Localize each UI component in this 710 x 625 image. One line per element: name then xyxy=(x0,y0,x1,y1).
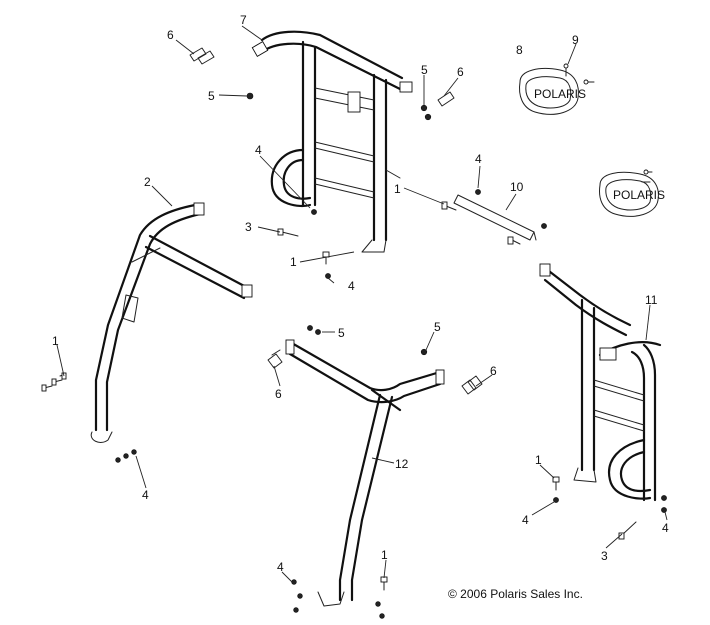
part-12-lower-center-frame xyxy=(285,339,445,607)
callout-1: 1 xyxy=(290,255,297,269)
callout-3: 3 xyxy=(245,220,252,234)
callout-6: 6 xyxy=(167,28,174,42)
callout-8: 8 xyxy=(516,43,523,57)
callout-6: 6 xyxy=(457,65,464,79)
pad-logo-upper: POLARIS xyxy=(534,87,586,101)
part-8-pad-lower: POLARIS xyxy=(599,171,665,217)
callout-labels: 7 6 5 5 6 8 9 4 4 1 10 2 3 1 4 1 11 5 5 … xyxy=(52,13,669,574)
copyright-notice: © 2006 Polaris Sales Inc. xyxy=(448,587,583,601)
part-2-left-front-frame xyxy=(90,202,253,443)
callout-5: 5 xyxy=(434,320,441,334)
callout-7: 7 xyxy=(240,13,247,27)
callout-9: 9 xyxy=(572,33,579,47)
leader-lines xyxy=(56,25,668,583)
callout-3: 3 xyxy=(601,549,608,563)
callout-4: 4 xyxy=(662,521,669,535)
callout-5: 5 xyxy=(338,326,345,340)
callout-4: 4 xyxy=(277,560,284,574)
callout-5: 5 xyxy=(421,63,428,77)
callout-1: 1 xyxy=(394,182,401,196)
callout-1: 1 xyxy=(381,548,388,562)
pad-logo-lower: POLARIS xyxy=(613,188,665,202)
callout-4: 4 xyxy=(475,152,482,166)
callout-12: 12 xyxy=(395,457,409,471)
callout-4: 4 xyxy=(142,488,149,502)
callout-6: 6 xyxy=(490,364,497,378)
part-10-bracket xyxy=(453,194,537,241)
part-8-pad-upper: POLARIS xyxy=(519,68,586,115)
callout-4: 4 xyxy=(522,513,529,527)
part-7-rear-upper-frame xyxy=(251,30,413,253)
hardware xyxy=(41,47,667,619)
callout-2: 2 xyxy=(144,175,151,189)
callout-4: 4 xyxy=(255,143,262,157)
callout-4: 4 xyxy=(348,279,355,293)
callout-11: 11 xyxy=(645,293,658,307)
callout-1: 1 xyxy=(52,334,59,348)
part-11-right-rear-frame xyxy=(539,263,662,502)
callout-5: 5 xyxy=(208,89,215,103)
callout-1: 1 xyxy=(535,453,542,467)
callout-6: 6 xyxy=(275,387,282,401)
callout-10: 10 xyxy=(510,180,524,194)
